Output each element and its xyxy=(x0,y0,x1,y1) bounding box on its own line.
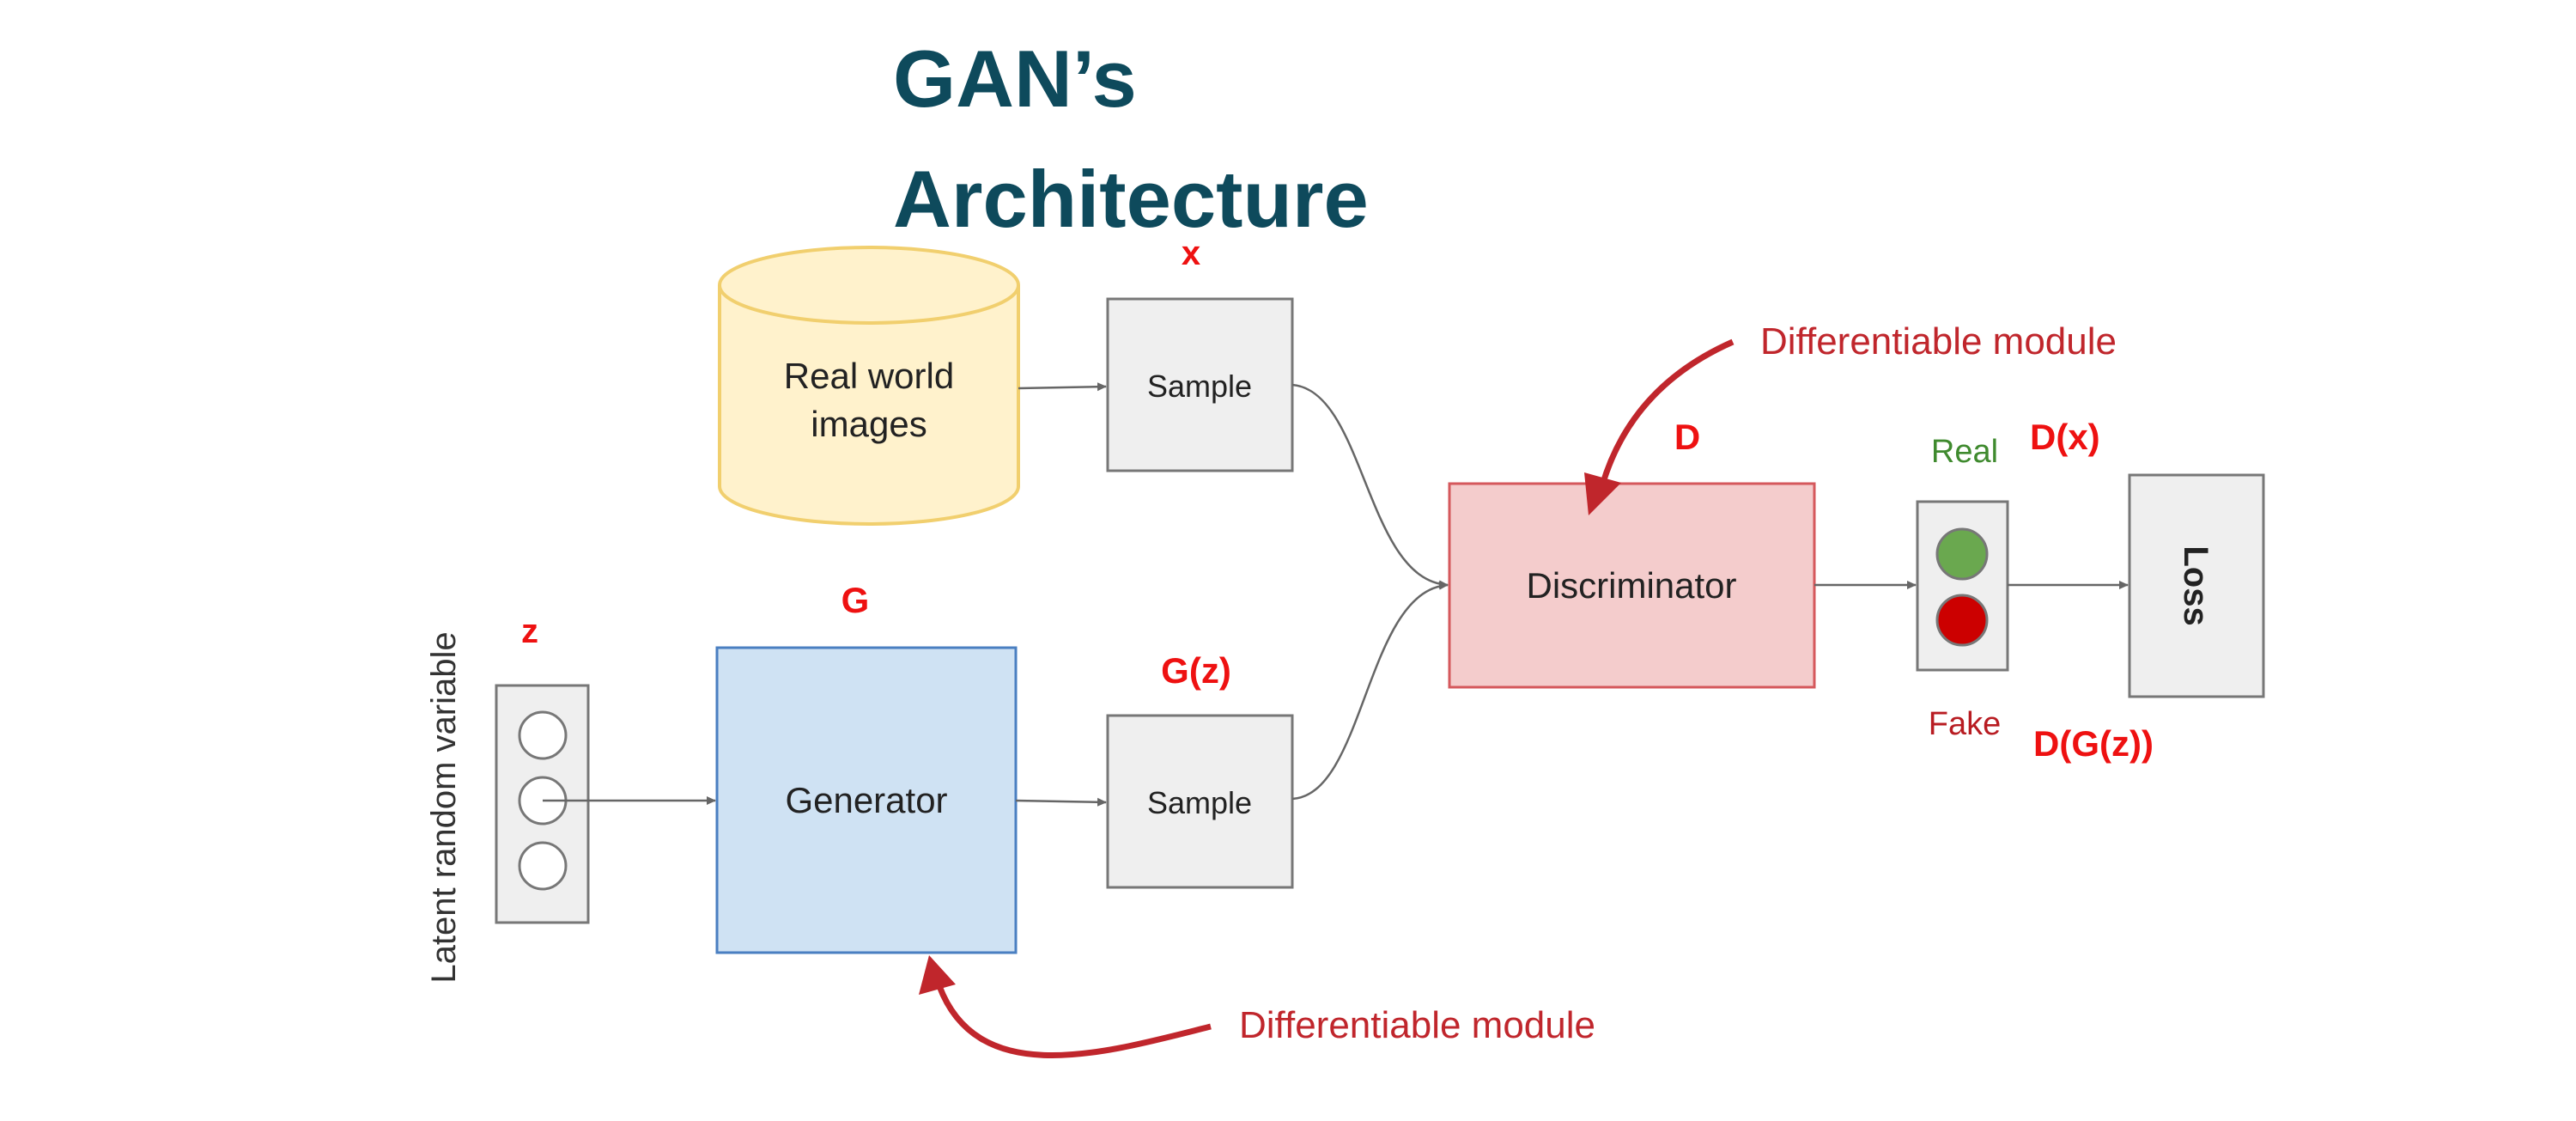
discriminator-box: Discriminator xyxy=(1448,482,1816,689)
loss-box: Loss xyxy=(2128,473,2265,698)
annotation-dx: D(x) xyxy=(2030,417,2100,457)
loss-label: Loss xyxy=(2177,545,2215,625)
discriminator-label: Discriminator xyxy=(1526,565,1736,606)
fake-label: Fake xyxy=(1929,706,2001,742)
arrow-real-sample-to-discriminator xyxy=(1291,383,1449,589)
connectors xyxy=(543,382,2129,807)
annotation-gz: G(z) xyxy=(1161,650,1231,691)
sample-generated-label: Sample xyxy=(1147,785,1252,820)
sample-box-generated: Sample xyxy=(1106,714,1294,889)
real-fake-indicator xyxy=(1916,500,2009,672)
latent-variable-label: Latent random variable xyxy=(425,631,463,983)
diff-module-arrow-top xyxy=(1584,338,1735,515)
title-line-2: Architecture xyxy=(893,154,1369,244)
generator-label: Generator xyxy=(785,780,947,820)
green-light-icon xyxy=(1935,527,1989,581)
red-light-icon xyxy=(1935,594,1989,647)
annotation-dgz: D(G(z)) xyxy=(2033,723,2154,764)
annotation-z: z xyxy=(521,612,538,650)
annotation-x: x xyxy=(1182,235,1200,272)
annotation-g: G xyxy=(841,580,870,620)
latent-vector xyxy=(495,684,590,924)
title-line-1: GAN’s xyxy=(893,34,1137,124)
arrow-generator-to-sample xyxy=(1015,797,1107,807)
latent-node-icon xyxy=(518,710,568,760)
real-label: Real xyxy=(1931,434,1998,470)
diff-module-label-bottom: Differentiable module xyxy=(1239,1004,1595,1046)
annotation-d: D xyxy=(1674,417,1700,457)
page-title: GAN’s Architecture xyxy=(893,19,1369,259)
real-world-images-database: Real world images xyxy=(718,246,1020,526)
diff-module-arrow-bottom xyxy=(919,955,1212,1058)
sample-box-real: Sample xyxy=(1106,297,1294,472)
real-world-images-label: Real world images xyxy=(783,356,955,444)
arrow-images-to-sample xyxy=(1018,382,1107,392)
diff-module-label-top: Differentiable module xyxy=(1760,320,2117,362)
latent-node-icon xyxy=(518,841,568,891)
generator-box: Generator xyxy=(715,646,1018,954)
sample-real-label: Sample xyxy=(1147,369,1252,404)
arrow-fake-sample-to-discriminator xyxy=(1291,581,1449,801)
